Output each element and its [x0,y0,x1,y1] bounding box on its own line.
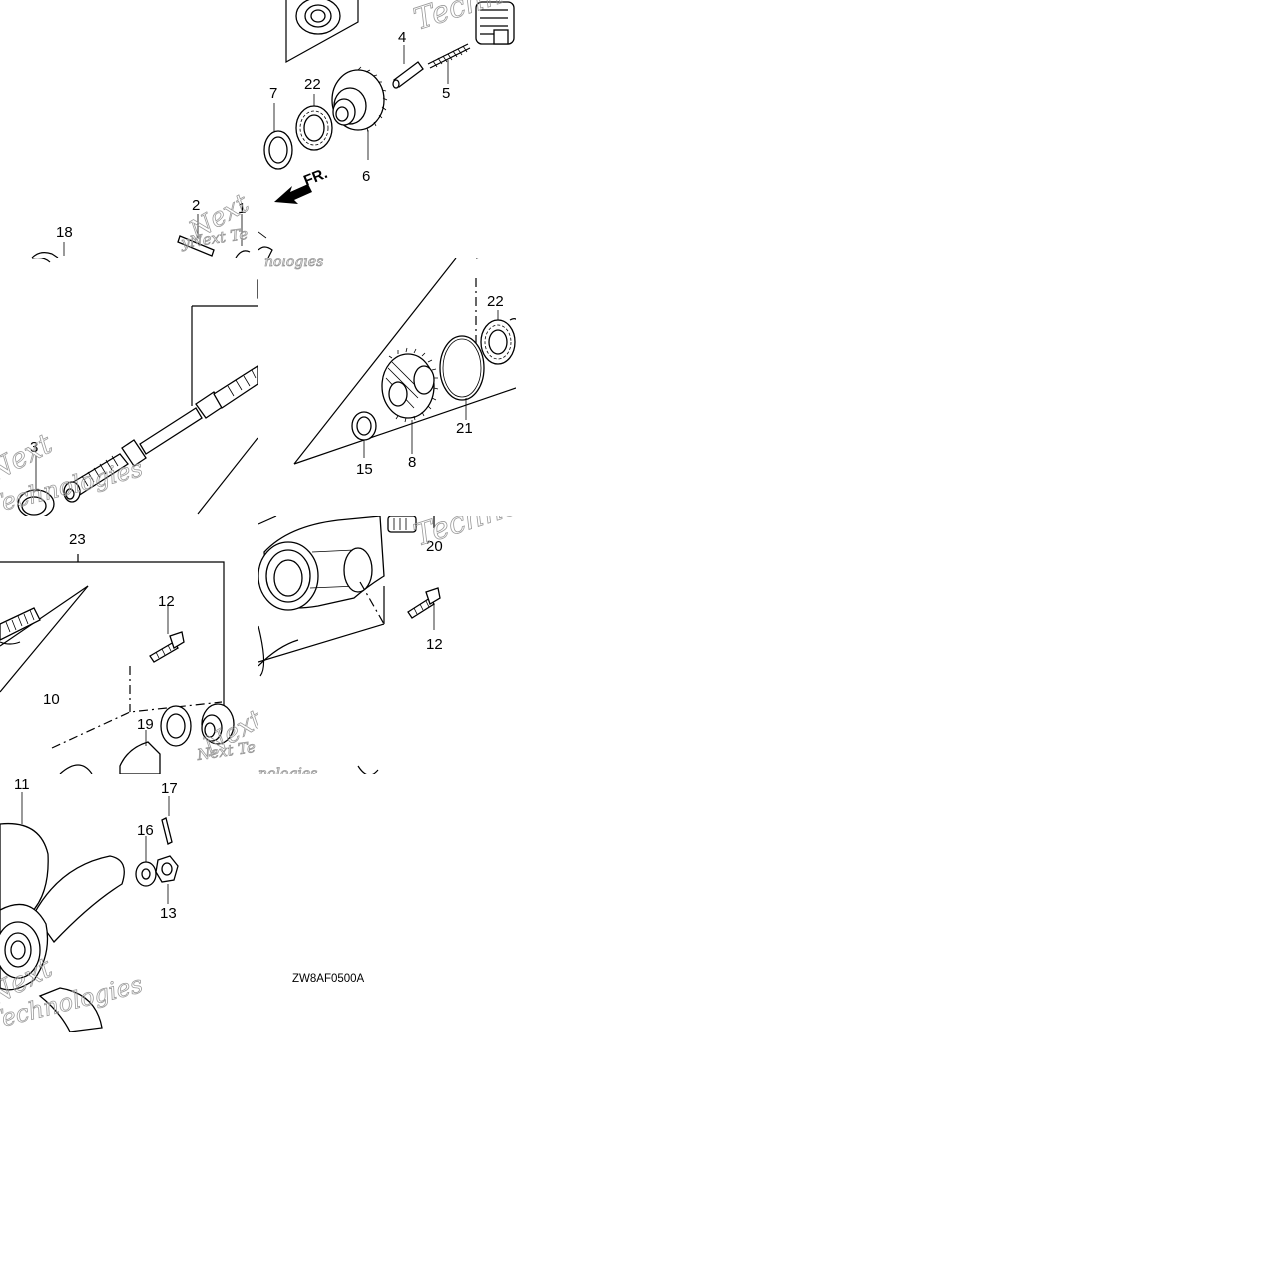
callout-3: 3 [30,439,38,456]
callout-20: 20 [426,538,443,555]
gearcase-housing [258,516,417,677]
front-marker-label: FR. [301,165,330,190]
callout-13: 13 [160,905,177,922]
pin-part-4 [392,61,424,89]
callout-12-left: 12 [158,593,175,610]
thrust-washer-part-15 [351,411,377,441]
callout-17: 17 [161,780,178,797]
callout-8: 8 [408,454,416,471]
diagram-tile-bearing-holder: 23 12 10 19 Next Te Next [0,516,258,774]
diagram-tile-propeller-shaft: 3 Next Technologies [0,258,258,516]
callout-22-lower: 22 [487,293,504,310]
callout-6: 6 [362,168,370,185]
callout-5: 5 [442,85,450,102]
propeller-shaft [63,365,258,503]
forward-gear-part-6 [331,66,388,133]
watermark-text: nologies [258,766,317,774]
nut-part-13 [155,855,179,883]
diagram-tile-blank-top-left: 18 2 1 yNext Te Next [0,0,258,258]
pinion-gear [475,1,515,45]
watermark-text: Techno [410,516,516,554]
washer-part-16 [135,861,157,887]
bearing-part-22-lower [480,318,516,365]
seal-part-7 [263,130,293,170]
reverse-gear-part-8 [381,347,439,423]
callout-15: 15 [356,461,373,478]
drawing-code-label: ZW8AF0500A [292,973,365,985]
bolt-part-12-left [149,631,185,663]
callout-19: 19 [137,716,154,733]
thrust-ring-part-3 [17,489,55,516]
diagram-tile-reverse-gear: nologies [258,258,516,516]
callout-11: 11 [14,776,30,793]
spring-part-5 [427,43,471,69]
callout-23: 23 [69,531,86,548]
callout-10: 10 [43,691,60,708]
callout-18: 18 [56,224,73,241]
callout-12-right: 12 [426,636,443,653]
callout-21: 21 [456,420,473,437]
shaft-stub [0,607,41,641]
callout-1: 1 [238,200,246,217]
cotter-pin-part-17 [161,817,173,845]
watermark-text: nologies [264,258,323,270]
diagram-tile-drawing-code: ZW8AF0500A [258,774,516,1032]
callout-2: 2 [192,197,200,214]
pin-part-2 [177,235,215,257]
propeller-part-11 [0,822,125,1032]
bearing-holder-part-19 [119,703,235,774]
diagram-tile-propeller: 11 16 17 13 Next Technologies [0,774,258,1032]
front-direction-arrow: FR. [274,165,330,204]
bolt-part-12-right [407,587,441,619]
callout-22-top: 22 [304,76,321,93]
diagram-tile-gearcase: 20 12 Techno nologies [258,516,516,774]
gasket-o-ring-21 [439,335,485,401]
callout-7: 7 [269,85,277,102]
bearing-top [295,0,341,35]
callout-16: 16 [137,822,154,839]
bearing-part-22 [295,105,333,151]
callout-4: 4 [398,29,406,46]
diagram-tile-gear-pins: FR. 4 5 6 22 7 Techn [258,0,516,258]
